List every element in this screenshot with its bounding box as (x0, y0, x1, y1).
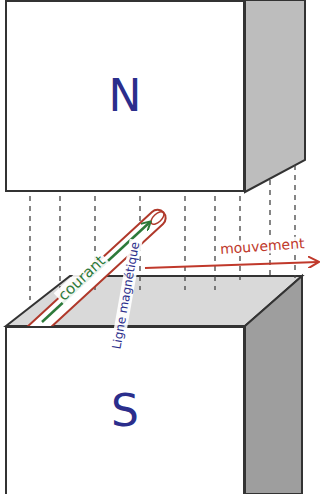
pole-letter: S (111, 389, 139, 433)
motion-arrow (145, 262, 318, 268)
conductor-rod (23, 210, 166, 343)
motion-label: mouvement (217, 236, 306, 258)
magnet-side (245, 276, 302, 494)
magnet-south: S (5, 326, 245, 494)
magnet-side (245, 0, 305, 192)
pole-letter: N (109, 74, 142, 118)
magnet-north: N (5, 0, 245, 192)
